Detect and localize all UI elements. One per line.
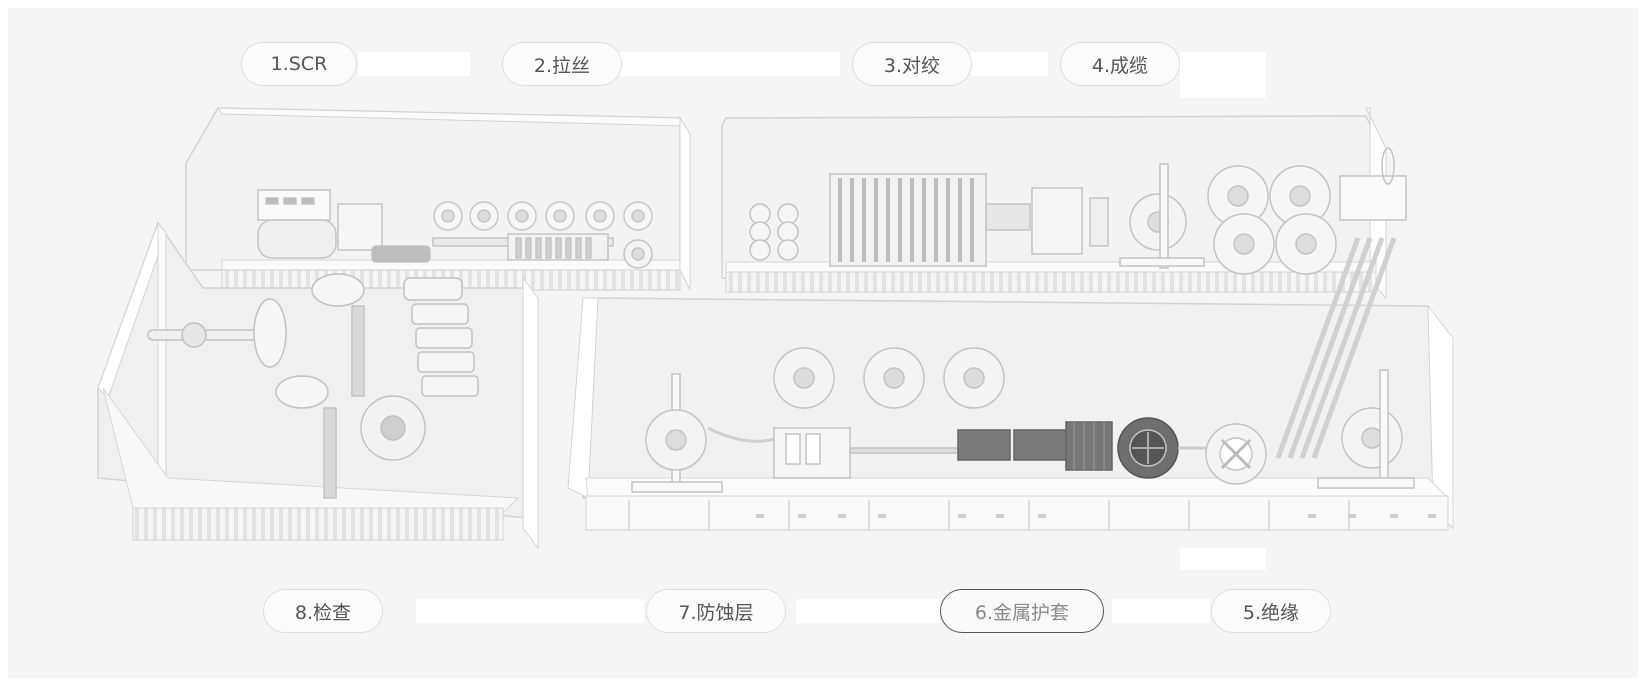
connector-bar-1 xyxy=(358,52,470,76)
step-label-scr[interactable]: 1.SCR xyxy=(241,42,357,86)
step-label-cabling[interactable]: 4.成缆 xyxy=(1060,42,1180,86)
connector-bar-5 xyxy=(1180,548,1266,570)
step-label-metal-sheath[interactable]: 6.金属护套 xyxy=(940,589,1104,633)
step-label-insulation[interactable]: 5.绝缘 xyxy=(1211,589,1331,633)
step-label-drawing[interactable]: 2.拉丝 xyxy=(502,42,622,86)
main-line-machines xyxy=(631,347,1415,493)
connector-bar-4 xyxy=(1180,52,1266,98)
step-label-inspection[interactable]: 8.检查 xyxy=(263,589,383,633)
step-label-anticorrosion[interactable]: 7.防蚀层 xyxy=(646,589,786,633)
connector-bar-2 xyxy=(620,52,840,76)
drawing-spools xyxy=(433,201,653,231)
transfer-tower xyxy=(1275,147,1407,459)
step-label-twisting[interactable]: 3.对绞 xyxy=(852,42,972,86)
factory-illustration xyxy=(97,107,1454,550)
inspection-equipment xyxy=(147,273,479,499)
connector-bar-8 xyxy=(1112,599,1210,623)
connector-bar-7 xyxy=(796,599,940,623)
production-line-diagram: 1.SCR 2.拉丝 3.对绞 4.成缆 8.检查 7.防蚀层 6.金属护套 5… xyxy=(8,8,1638,678)
connector-bar-3 xyxy=(970,52,1048,76)
scr-furnace xyxy=(257,189,653,269)
connector-bar-6 xyxy=(416,599,644,623)
cabling-reels xyxy=(1207,165,1337,275)
twisting-machine xyxy=(749,163,1205,269)
